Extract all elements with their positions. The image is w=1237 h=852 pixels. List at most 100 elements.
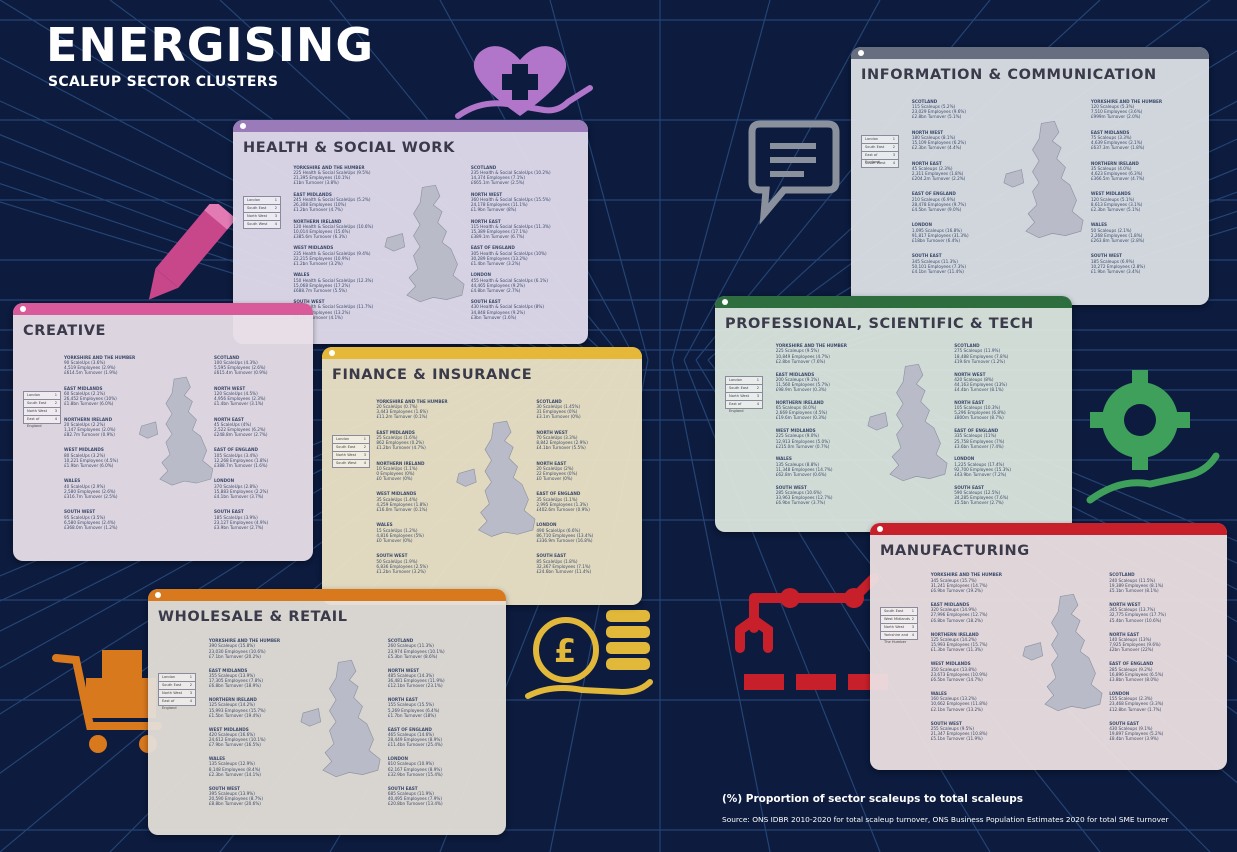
ranking-region: South East [336,444,356,449]
card-top-bar [715,296,1072,308]
region-name: SOUTH WEST [775,484,807,490]
region-values: 590 Scaleups (12.5%) 34,285 Employees (7… [954,490,1009,506]
region-values: 235 Health & Social ScaleUps (10.2%) 14,… [470,170,551,186]
region-values: 155 Scaleups (15.5%) 5,269 Employees (6.… [387,702,440,718]
ranking-region: North West [162,690,183,695]
region-name: SOUTH WEST [293,299,325,305]
ranking-region: South East [865,144,885,149]
region-values: 15 ScaleUps (1.2%) 4,816 Employees (5%) … [376,527,424,544]
region-values: 35 ScaleUps (1.4%) 4,259 Employees (1.8%… [376,496,428,513]
region-name: SOUTH EAST [1109,720,1139,726]
region-values: 105 Scaleups (10.3%) 5,296 Employees (6.… [954,405,1006,421]
region-name: YORKSHIRE AND THE HUMBER [208,638,281,644]
ranking-number: 3 [189,690,192,695]
ranking-number: 4 [756,402,759,407]
region-values: 225 Health & Social ScaleUps (9.5%) 21,3… [293,170,371,186]
region-values: 200 Scaleups (9.1%) 11,560 Employees (5.… [775,376,830,393]
region-values: 45 ScaleUps (4%) 2,522 Employees (6.2%) … [214,421,268,438]
region-values: 235 Health & Social ScaleUps (9.4%) 22,2… [293,250,371,267]
region-values: 1,225 Scaleups (17.4%) 92,700 Employees … [954,461,1011,478]
region-name: SOUTH EAST [214,509,244,515]
region-name: NORTH EAST [1109,631,1140,637]
ranking-region: East of England [27,416,42,428]
shopping-trolley-icon [52,650,162,753]
ranking-region: London [162,674,176,679]
region-values: 225 Scaleups (9.5%) 10,849 Employees (4.… [775,348,830,364]
region-values: 120 ScaleUps (4.5%) 4,956 Employees (2.3… [214,390,266,407]
region-values: 40 ScaleUps (2.9%) 2,580 Employees (2.6%… [64,483,118,500]
region-name: LONDON [214,478,235,484]
ranking-region: North West [336,452,357,457]
ranking-row: North West 3 [159,690,195,698]
ranking-number: 2 [54,400,57,405]
region-name: EAST MIDLANDS [293,191,332,197]
region-name: EAST MIDLANDS [775,371,815,377]
region-values: 395 Scaleups (13.9%) 20,590 Employees (8… [208,791,264,807]
region-name: LONDON [387,756,408,762]
region-name: YORKSHIRE AND THE HUMBER [775,343,847,349]
uk-map [1022,593,1102,712]
pencil-icon [148,204,237,300]
region-name: EAST OF ENGLAND [536,491,581,497]
region-values: 240 Scaleups (11.5%) 19,389 Employees (8… [1109,577,1164,593]
region-values: 180 Scaleups (8.1%) 15,109 Employees (6.… [911,134,967,151]
ranking-number: 4 [54,416,57,421]
ranking-region: North West [884,624,905,629]
card-heading: WHOLESALE & RETAIL [158,609,348,625]
ranking-region: East of England [162,698,177,710]
region-values: 345 Scaleups (13.7%) 32,775 Employees (1… [1109,607,1166,623]
region-name: WALES [930,690,947,696]
ranking-region: London [865,136,879,141]
region-values: 85 ScaleUps (1.8%) 32,367 Employees (7.1… [536,558,592,574]
card-heading: FINANCE & INSURANCE [332,367,533,383]
region-name: SOUTH WEST [64,509,96,515]
region-name: NORTH EAST [536,460,567,466]
region-name: YORKSHIRE AND THE HUMBER [1090,98,1163,104]
region-values: 135 Scaleups (8.8%) 11,348 Employees (14… [775,461,833,478]
region-name: NORTHERN IRELAND [208,697,257,703]
region-values: 305 Health & Social ScaleUps (10%) 30,28… [470,250,547,267]
region-values: 45 Scaleups (2.3%) 2,311 Employees (1.8%… [911,165,966,182]
region-name: WEST MIDLANDS [775,428,816,434]
card-top-bar [148,589,506,601]
region-values: 20 ScaleUps (0.7%) 3,443 Employees (1.6%… [376,403,428,420]
region-values: 75 Scaleups (3.3%) 4,639 Employees (2.1%… [1090,134,1145,151]
region-values: 10 ScaleUps (1.1%) 0 Employees (0%) £0 T… [376,465,418,482]
ranking-number: 1 [911,608,914,613]
region-name: SOUTH EAST [387,785,418,791]
ranking-number: 4 [911,632,914,637]
region-name: LONDON [954,456,975,462]
region-values: 120 Scaleups (5.1%) 8,613 Employees (3.1… [1090,196,1143,213]
region-values: 60 ScaleUps (2.1%) 26,452 Employees (10%… [64,390,117,407]
card-heading: MANUFACTURING [880,543,1030,559]
region-values: 140 Scaleups (13%) 7,925 Employees (9.6%… [1109,636,1161,653]
